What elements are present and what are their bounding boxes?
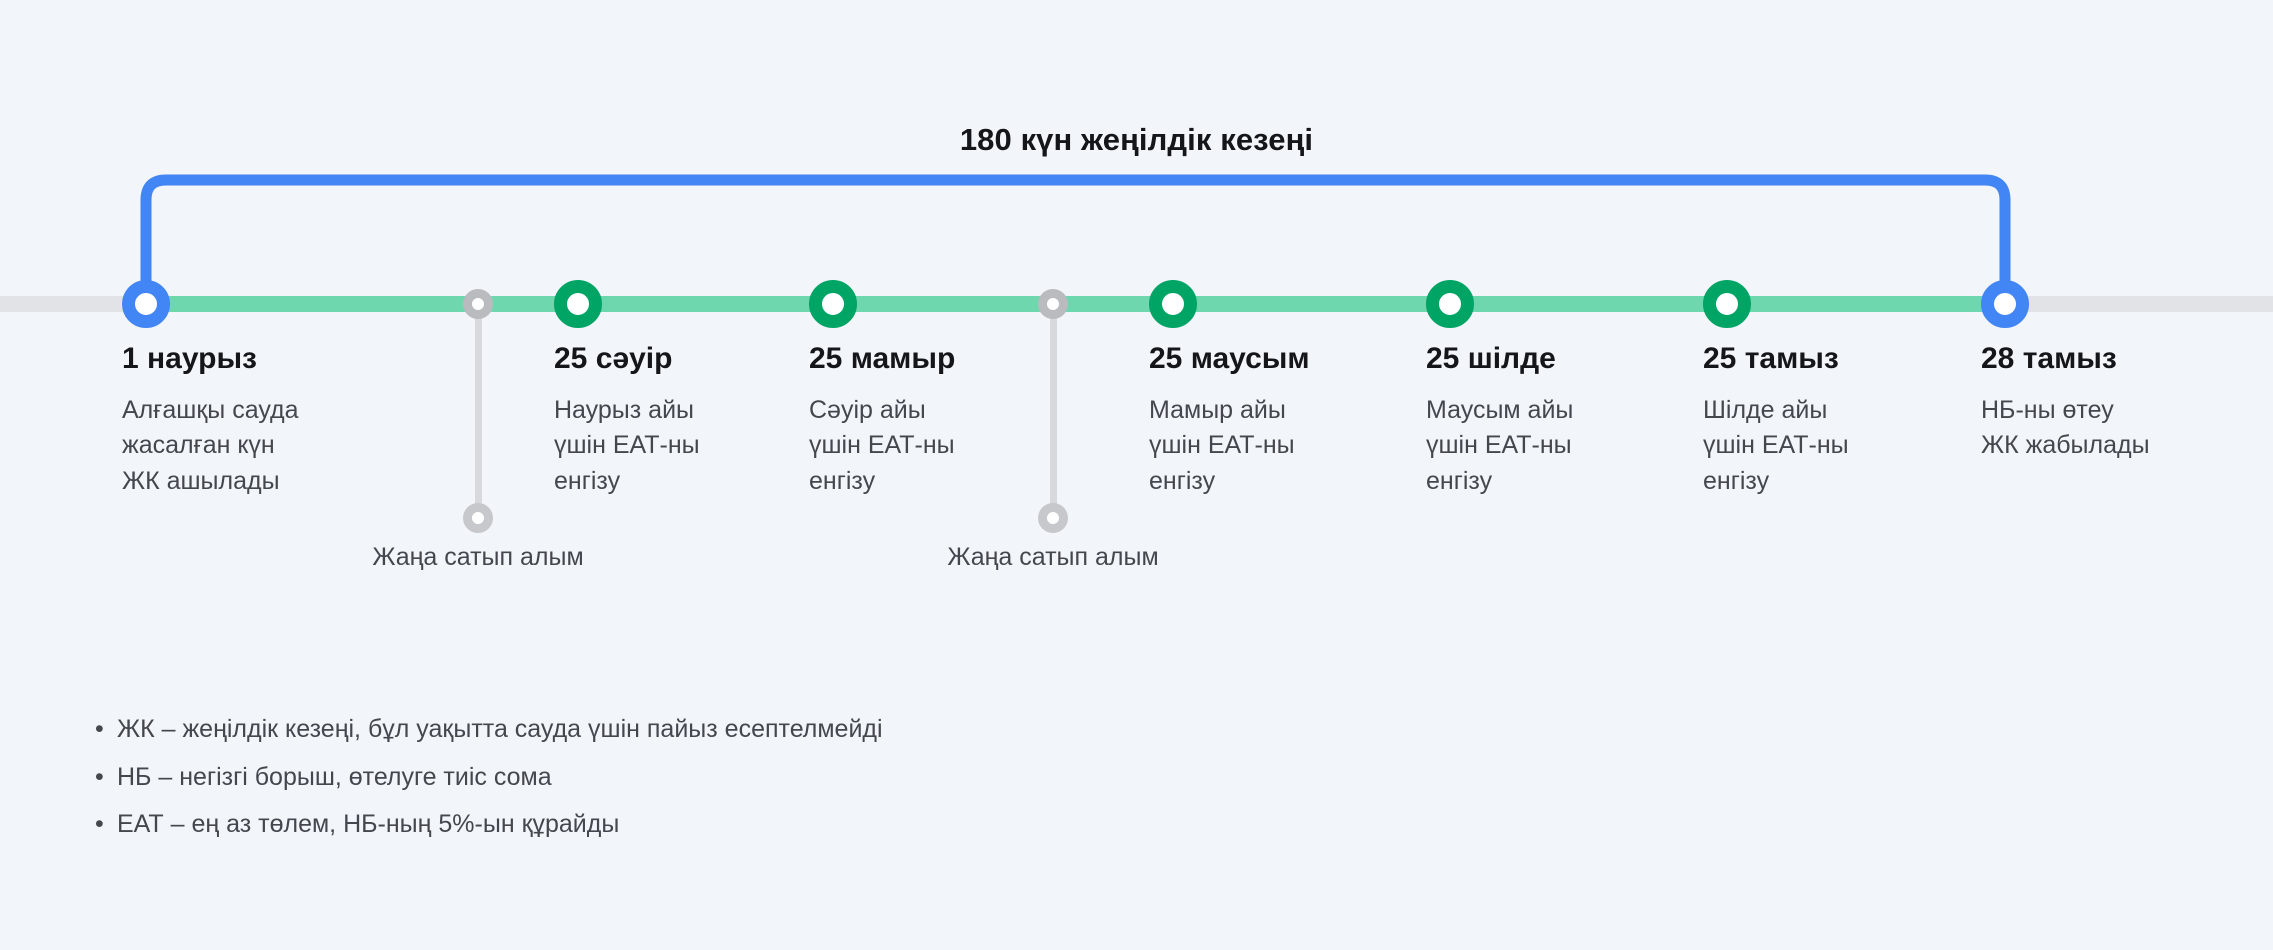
milestone-6: 25 тамыз Шілде айы үшін ЕАТ-ны енгізу bbox=[1703, 342, 1973, 499]
milestone-node-3[interactable] bbox=[809, 280, 857, 328]
legend-item-text: ЖК – жеңілдік кезеңі, бұл уақытта сауда … bbox=[117, 715, 883, 743]
secondary-marker-endpoint bbox=[463, 503, 493, 533]
milestone-date: 1 наурыз bbox=[122, 342, 257, 375]
milestone-node-6[interactable] bbox=[1703, 280, 1751, 328]
milestone-date: 28 тамыз bbox=[1981, 342, 2117, 375]
legend-item-text: НБ – негізгі борыш, өтелуге тиіс сома bbox=[117, 762, 552, 791]
milestone-1: 1 наурыз Алғашқы сауда жасалған күн ЖК а… bbox=[122, 342, 392, 499]
milestone-description: Мамыр айы үшін ЕАТ-ны енгізу bbox=[1149, 395, 1295, 495]
grace-period-bracket bbox=[140, 174, 2011, 316]
timeline-axis-active bbox=[146, 296, 2005, 312]
milestone-4: 25 маусым Мамыр айы үшін ЕАТ-ны енгізу bbox=[1149, 342, 1419, 499]
secondary-marker-stem bbox=[1049, 304, 1057, 518]
milestone-description: Шілде айы үшін ЕАТ-ны енгізу bbox=[1703, 395, 1849, 495]
milestone-description: Наурыз айы үшін ЕАТ-ны енгізу bbox=[554, 395, 700, 495]
milestone-date: 25 тамыз bbox=[1703, 342, 1839, 375]
milestone-2: 25 сәуір Наурыз айы үшін ЕАТ-ны енгізу bbox=[554, 342, 824, 499]
milestone-7: 28 тамыз НБ-ны өтеу ЖК жабылады bbox=[1981, 342, 2251, 464]
secondary-marker-stem bbox=[474, 304, 482, 518]
milestone-description: Алғашқы сауда жасалған күн ЖК ашылады bbox=[122, 395, 299, 495]
milestone-node-2[interactable] bbox=[554, 280, 602, 328]
milestone-date: 25 сәуір bbox=[554, 342, 673, 375]
legend-item: • ЖК – жеңілдік кезеңі, бұл уақытта сауд… bbox=[95, 712, 1495, 747]
milestone-description: Маусым айы үшін ЕАТ-ны енгізу bbox=[1426, 395, 1574, 495]
legend-list: • ЖК – жеңілдік кезеңі, бұл уақытта сауд… bbox=[95, 712, 1495, 855]
milestone-node-1[interactable] bbox=[122, 280, 170, 328]
legend-item: • ЕАТ – ең аз төлем, НБ-ның 5%-ын құрайд… bbox=[95, 807, 1495, 842]
secondary-marker-label: Жаңа сатып алым bbox=[947, 543, 1159, 571]
legend-item-text: ЕАТ – ең аз төлем, НБ-ның 5%-ын құрайды bbox=[117, 810, 620, 838]
secondary-marker-label: Жаңа сатып алым bbox=[372, 543, 584, 571]
legend-item: • НБ – негізгі борыш, өтелуге тиіс сома bbox=[95, 760, 1495, 795]
milestone-date: 25 мамыр bbox=[809, 342, 956, 375]
milestone-node-5[interactable] bbox=[1426, 280, 1474, 328]
milestone-date: 25 маусым bbox=[1149, 342, 1310, 375]
secondary-marker-node[interactable] bbox=[1038, 289, 1068, 319]
bullet-icon: • bbox=[95, 762, 104, 791]
bullet-icon: • bbox=[95, 810, 104, 838]
milestone-3: 25 мамыр Сәуір айы үшін ЕАТ-ны енгізу bbox=[809, 342, 1079, 499]
milestone-node-7[interactable] bbox=[1981, 280, 2029, 328]
milestone-description: НБ-ны өтеу ЖК жабылады bbox=[1981, 395, 2150, 460]
milestone-description: Сәуір айы үшін ЕАТ-ны енгізу bbox=[809, 395, 955, 495]
bracket-title: 180 күн жеңілдік кезеңі bbox=[959, 122, 1314, 157]
milestone-5: 25 шілде Маусым айы үшін ЕАТ-ны енгізу bbox=[1426, 342, 1696, 499]
milestone-date: 25 шілде bbox=[1426, 342, 1556, 375]
secondary-marker-endpoint bbox=[1038, 503, 1068, 533]
milestone-node-4[interactable] bbox=[1149, 280, 1197, 328]
secondary-marker-node[interactable] bbox=[463, 289, 493, 319]
bullet-icon: • bbox=[95, 715, 104, 743]
